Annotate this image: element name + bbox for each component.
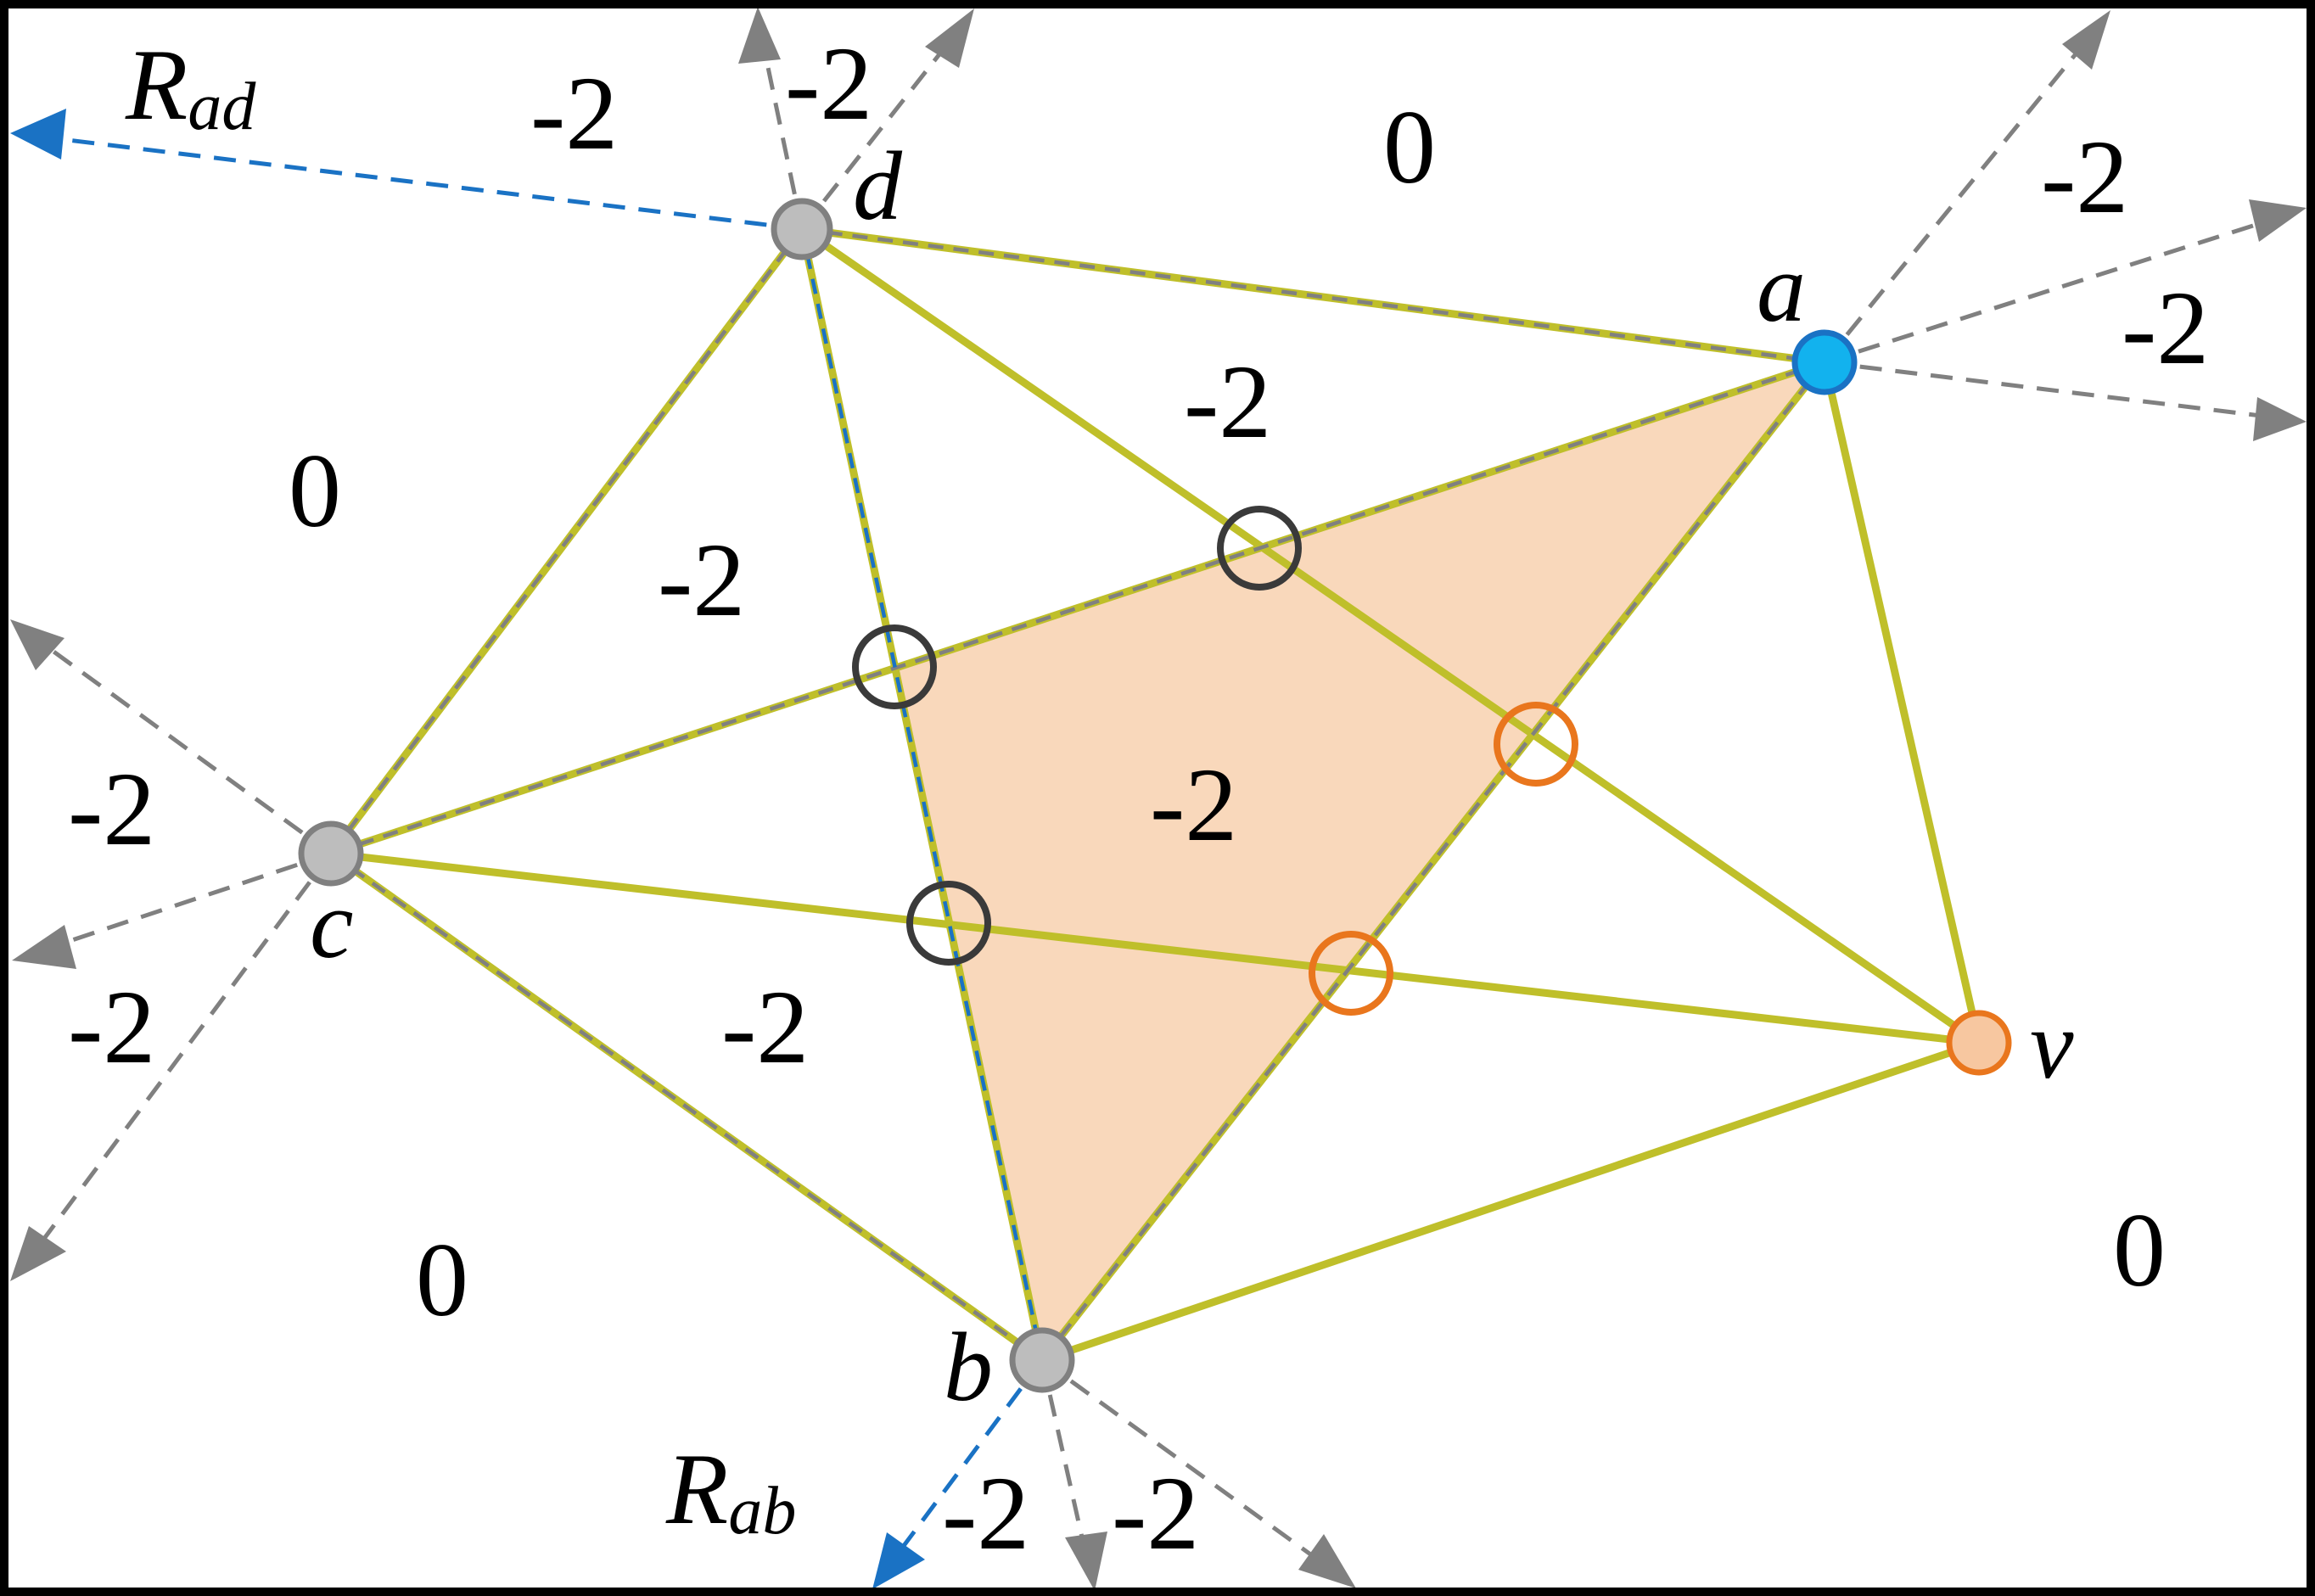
arrowhead [2249, 199, 2307, 242]
region-value: -2 [2041, 119, 2128, 235]
region-value: -2 [530, 55, 618, 171]
highlighted-region [891, 362, 1825, 1360]
vertices [298, 198, 2012, 1393]
arrowheads [10, 7, 2307, 1591]
region-value: 0 [2113, 1192, 2166, 1308]
crossing-marker [1217, 506, 1302, 591]
label-b: b [944, 1313, 993, 1422]
ray-c-downleft [16, 852, 334, 1274]
crossing-marker-orange [1494, 702, 1578, 787]
ray-b-downright [1040, 1358, 1351, 1585]
ray-a-upright [1823, 17, 2106, 364]
arrowhead [10, 109, 66, 160]
region-value: -2 [1184, 344, 1271, 460]
edge-overlays [329, 227, 1826, 1362]
arrowhead [1065, 1532, 1107, 1591]
region-values: -2 -2 0 -2 -2 -2 0 -2 -2 -2 -2 -2 0 0 -2… [68, 25, 2209, 1571]
edge-c-v [327, 849, 1983, 1047]
region-value: -2 [1150, 747, 1237, 863]
arrowhead [2253, 397, 2307, 441]
ray-a-right2 [1824, 360, 2296, 423]
ray-c-left [20, 851, 332, 960]
arrowhead [2062, 10, 2110, 70]
overlay-a-b [1040, 361, 1826, 1362]
label-v: v [2030, 991, 2074, 1100]
region-value: -2 [68, 751, 155, 867]
region-value: 0 [416, 1222, 468, 1338]
rays-blue [18, 132, 1045, 1582]
label-R-ad: Rad [125, 28, 256, 144]
label-a: a [1757, 234, 1806, 343]
ray-labels: Rad Rab [125, 28, 796, 1548]
arrowhead [738, 7, 781, 64]
region-value: 0 [289, 433, 341, 549]
label-d: d [853, 132, 903, 241]
ray-R-ad [18, 132, 803, 232]
overlay-a-c [330, 360, 1825, 856]
region-value: -2 [2122, 270, 2209, 386]
vertex-d [771, 198, 833, 260]
overlay-c-b [329, 852, 1044, 1362]
crossing-marker-orange [1309, 931, 1393, 1016]
arrowhead [12, 925, 76, 969]
arrowhead [872, 1532, 925, 1589]
vertex-labels: d a c b v [310, 132, 2074, 1422]
arrowhead [10, 619, 64, 670]
overlay-d-c [329, 227, 804, 855]
ray-c-upleft [14, 621, 333, 856]
region-value: -2 [721, 969, 809, 1085]
region-value: -2 [785, 25, 872, 142]
overlay-d-b [799, 228, 1045, 1361]
edge-d-v [798, 225, 1983, 1047]
label-c: c [310, 871, 354, 979]
ray-a-right1 [1824, 210, 2296, 365]
region-value: -2 [1112, 1455, 1199, 1571]
crossing-marker [852, 624, 937, 709]
crossing-marker [906, 881, 991, 966]
arrowhead [925, 8, 974, 68]
region-value: -2 [942, 1455, 1029, 1571]
crossings [852, 506, 1578, 1016]
region-value: 0 [1383, 89, 1436, 205]
arrowhead [1298, 1534, 1356, 1588]
overlay-d-a [801, 227, 1825, 365]
label-R-ab: Rab [665, 1432, 796, 1548]
vertex-v [1946, 1010, 2012, 1076]
vertex-c [298, 820, 364, 887]
edge-b-v [1038, 1039, 1983, 1364]
edge-a-v [1820, 358, 1983, 1047]
arrowhead [10, 1226, 66, 1281]
vertex-b [1009, 1327, 1075, 1393]
vertex-a [1791, 329, 1858, 395]
ray-R-ab [876, 1358, 1045, 1582]
region-value: -2 [658, 522, 745, 638]
region-value: -2 [68, 969, 155, 1085]
